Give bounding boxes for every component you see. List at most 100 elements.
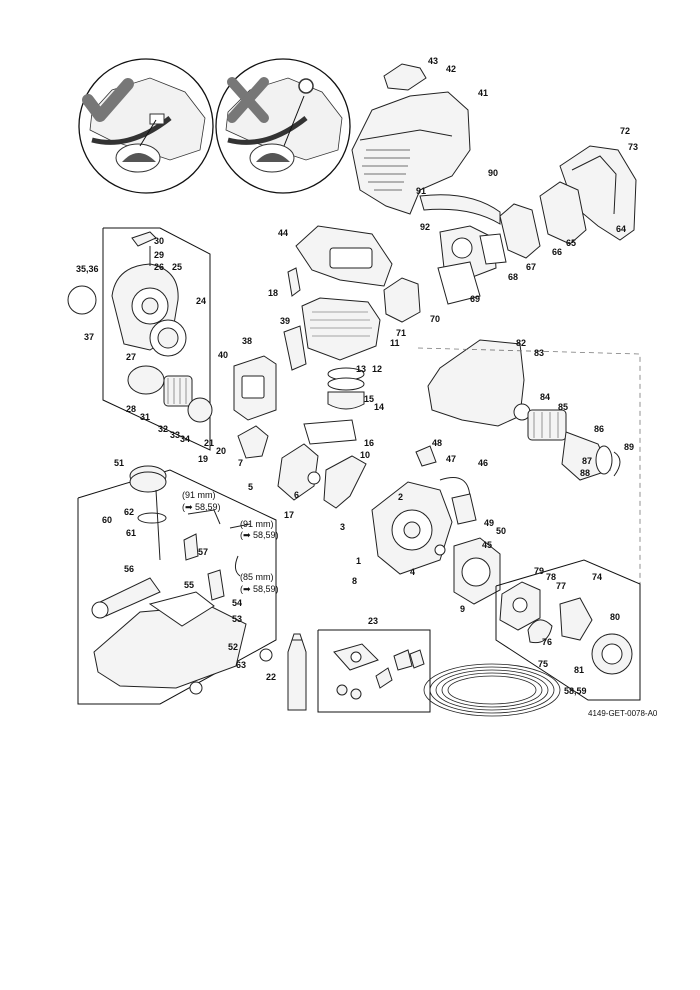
- part-label: 53: [232, 614, 242, 624]
- part-label: 44: [278, 228, 288, 238]
- part-label: 90: [488, 168, 498, 178]
- part-label: 77: [556, 581, 566, 591]
- part-label: 87: [582, 456, 592, 466]
- part-label: 48: [432, 438, 442, 448]
- part-label: 92: [420, 222, 430, 232]
- part-label: 4: [410, 567, 415, 577]
- starter-assembly: [67, 227, 213, 451]
- part-label: 5: [248, 482, 253, 492]
- part-label: 67: [526, 262, 536, 272]
- part-label: 56: [124, 564, 134, 574]
- part-label: 42: [446, 64, 456, 74]
- part-label: 64: [616, 224, 626, 234]
- part-label: 80: [610, 612, 620, 622]
- part-label: 75: [538, 659, 548, 669]
- part-label: 91: [416, 186, 426, 196]
- part-label: 13: [356, 364, 366, 374]
- shroud-assembly: [351, 63, 471, 215]
- carburetor-assembly: [383, 194, 507, 323]
- part-label: 25: [172, 262, 182, 272]
- part-label: 28: [126, 404, 136, 414]
- x-mark-icon: [227, 77, 269, 123]
- part-label: 21: [204, 438, 214, 448]
- part-label: 23: [368, 616, 378, 626]
- part-label: 41: [478, 88, 488, 98]
- part-label: 51: [114, 458, 124, 468]
- part-label: 32: [158, 424, 168, 434]
- part-label: 9: [460, 604, 465, 614]
- crankcase-assembly: [237, 419, 501, 605]
- part-label: 85: [558, 402, 568, 412]
- part-label: 45: [482, 540, 492, 550]
- air-filter-assembly: [499, 145, 637, 259]
- gasket-set-assembly: [317, 629, 431, 713]
- part-label: 12: [372, 364, 382, 374]
- hose-note-2-ref: (➡ 58,59): [240, 530, 279, 540]
- part-label: 70: [430, 314, 440, 324]
- part-label: 40: [218, 350, 228, 360]
- part-label: 34: [180, 434, 190, 444]
- part-label: 82: [516, 338, 526, 348]
- part-label: 49: [484, 518, 494, 528]
- part-label: 65: [566, 238, 576, 248]
- hose-note-2-length: (91 mm): [240, 519, 274, 529]
- callout-incorrect: [215, 58, 351, 194]
- part-label: 83: [534, 348, 544, 358]
- part-label: 73: [628, 142, 638, 152]
- hose-note-1-ref: (➡ 58,59): [182, 502, 221, 512]
- part-label: 69: [470, 294, 480, 304]
- part-label: 30: [154, 236, 164, 246]
- hose-note-1-length: (91 mm): [182, 490, 216, 500]
- part-label: 84: [540, 392, 550, 402]
- part-label: 57: [198, 547, 208, 557]
- part-label: 26: [154, 262, 164, 272]
- part-label: 8: [352, 576, 357, 586]
- part-label: 38: [242, 336, 252, 346]
- dashed-frame: [417, 347, 641, 660]
- part-label: 37: [84, 332, 94, 342]
- document-code: 4149-GET-0078-A0: [588, 709, 658, 718]
- check-mark-icon: [82, 78, 134, 122]
- part-label: 50: [496, 526, 506, 536]
- part-label: 27: [126, 352, 136, 362]
- trimmer-line-coil: [423, 663, 561, 717]
- part-label: 88: [580, 468, 590, 478]
- hose-note-1: (91 mm) (➡ 58,59): [182, 490, 221, 512]
- drive-tube-assembly: [427, 339, 621, 481]
- part-label: 47: [446, 454, 456, 464]
- part-label: 66: [552, 247, 562, 257]
- part-label: 19: [198, 454, 208, 464]
- part-label: 74: [592, 572, 602, 582]
- part-label: 11: [390, 338, 400, 348]
- part-label: 76: [542, 637, 552, 647]
- part-label: 79: [534, 566, 544, 576]
- hose-note-3: (85 mm) (➡ 58,59): [240, 572, 279, 594]
- part-label: 81: [574, 665, 584, 675]
- callout-correct: [78, 58, 214, 194]
- part-label: 35,36: [76, 264, 99, 274]
- part-label: 46: [478, 458, 488, 468]
- part-label: 6: [294, 490, 299, 500]
- hose-note-3-ref: (➡ 58,59): [240, 584, 279, 594]
- part-label: 3: [340, 522, 345, 532]
- clutch-assembly: [495, 559, 641, 701]
- part-label: 78: [546, 572, 556, 582]
- part-label: 1: [356, 556, 361, 566]
- part-label: 18: [268, 288, 278, 298]
- part-label: 10: [360, 450, 370, 460]
- part-label: 15: [364, 394, 374, 404]
- part-label: 39: [280, 316, 290, 326]
- part-label: 62: [124, 507, 134, 517]
- part-label: 20: [216, 446, 226, 456]
- part-label: 16: [364, 438, 374, 448]
- part-label: 86: [594, 424, 604, 434]
- part-label: 58,59: [564, 686, 587, 696]
- part-label: 52: [228, 642, 238, 652]
- cylinder-assembly: [233, 225, 393, 421]
- part-label: 22: [266, 672, 276, 682]
- part-label: 17: [284, 510, 294, 520]
- hose-note-3-length: (85 mm): [240, 572, 274, 582]
- part-label: 14: [374, 402, 384, 412]
- part-label: 24: [196, 296, 206, 306]
